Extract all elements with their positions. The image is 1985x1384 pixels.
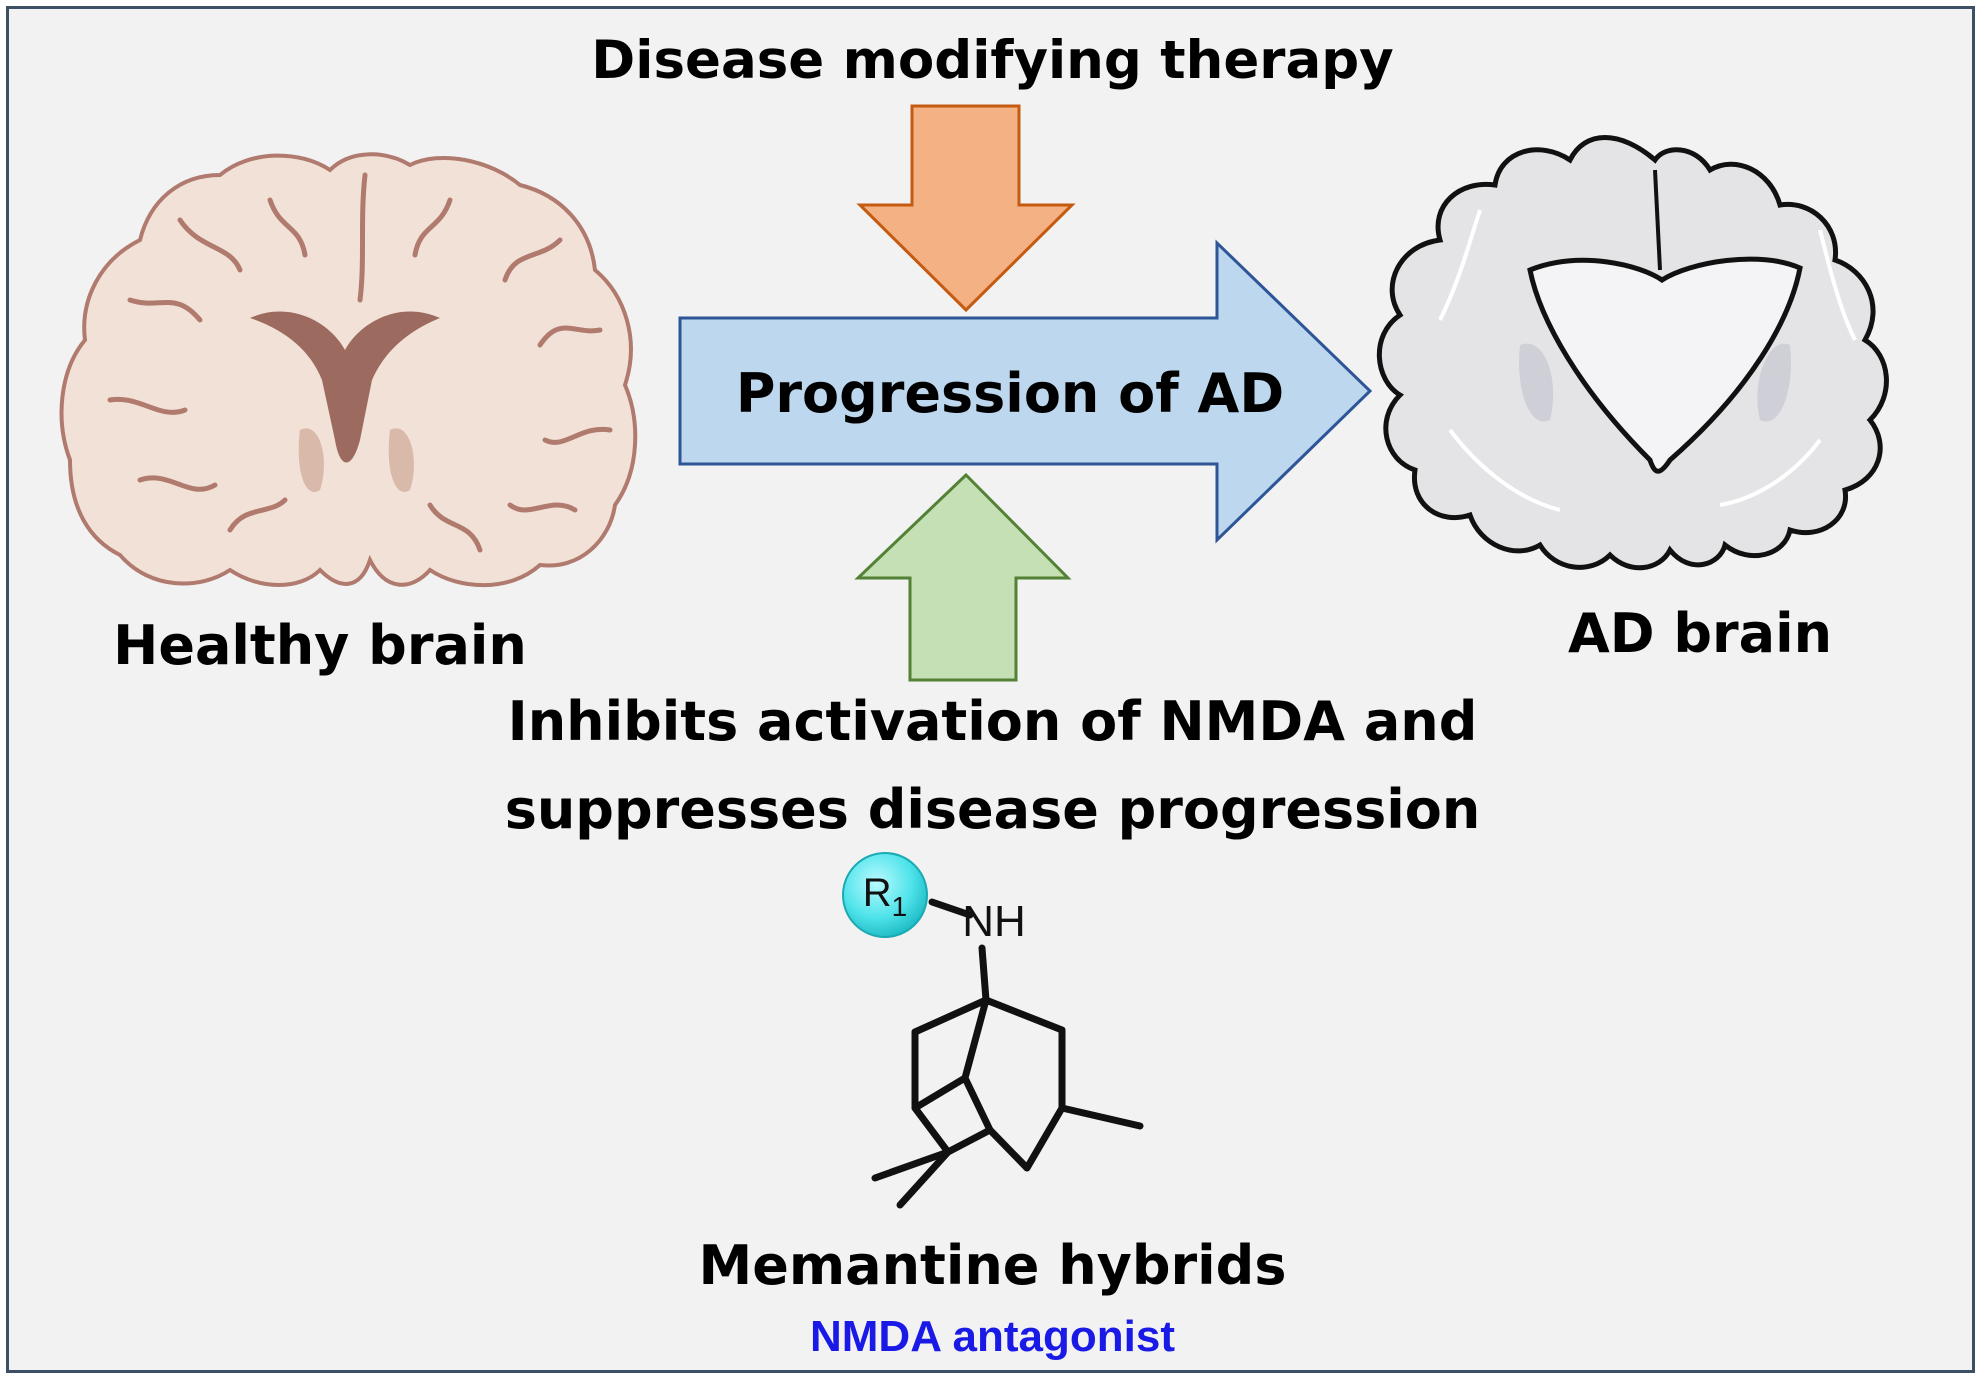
center-arrow-label: Progression of AD [735,362,1285,425]
r1-substituent-ball [842,852,928,938]
nmda-antagonist-subtitle: NMDA antagonist [809,1312,1176,1361]
bottom-arrow [854,472,1072,682]
ad-brain-image [1376,135,1889,571]
memantine-title: Memantine hybrids [698,1234,1287,1297]
r1-nh-bond [928,898,974,919]
top-arrow [856,104,1076,313]
ad-brain-ventricle [1527,256,1803,474]
ad-brain-label: AD brain [1567,602,1833,665]
healthy-brain-image [59,152,638,588]
r1-label: R1 [863,871,907,922]
nh-c-bond [978,944,990,1004]
memantine-structure [871,898,1144,1209]
healthy-brain-ventricle [250,311,440,463]
center-arrow [678,239,1373,544]
top-label: Disease modifying therapy [591,30,1394,91]
inhibit-label-line2: suppresses disease progression [504,778,1481,841]
healthy-brain-label: Healthy brain [113,614,527,677]
inhibit-label-line1: Inhibits activation of NMDA and [507,690,1478,753]
adamantane-cage [871,996,1144,1209]
nh-label: NH [962,897,1026,946]
